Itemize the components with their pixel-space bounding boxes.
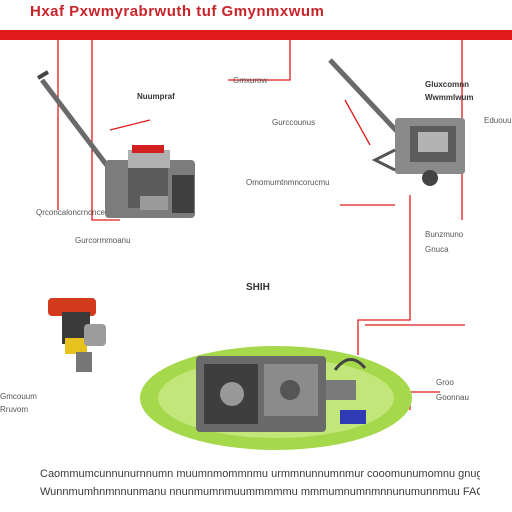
label-k: Bunzmuno bbox=[425, 230, 464, 239]
engine-closeup bbox=[328, 58, 465, 186]
callout-lines bbox=[57, 40, 465, 410]
label-p: Goonnau bbox=[436, 393, 469, 402]
label-b: Gmxurow bbox=[233, 76, 268, 85]
label-j: Gurcormmoanu bbox=[75, 236, 131, 245]
label-d: Wwmmlwum bbox=[425, 93, 474, 102]
spark-plug-tool bbox=[48, 298, 106, 372]
label-h: Omomumtnmncorucmu bbox=[246, 178, 330, 187]
page-title: Hxaf Pxwmyrabrwuth tuf Gmynmxwum bbox=[30, 3, 325, 20]
label-n: Rruvom bbox=[0, 405, 29, 414]
label-m: Gmcouum bbox=[0, 392, 37, 401]
label-i: SHIH bbox=[246, 282, 270, 293]
label-e: Gurccounus bbox=[272, 118, 316, 127]
engine-assembly bbox=[140, 346, 412, 450]
label-c: Gluxcomnn bbox=[425, 80, 470, 89]
caption-line-2: Wunnmumhnmnnunmanu nnunmumnmuummmmmu mmm… bbox=[40, 486, 480, 498]
header-bar bbox=[0, 30, 512, 40]
label-o: Groo bbox=[436, 378, 454, 387]
label-a: Nuumpraf bbox=[137, 92, 175, 101]
label-l: Gnuca bbox=[425, 245, 449, 254]
caption-line-1: Caommumcunnunurnnumn muumnmommnmu urmmnu… bbox=[40, 468, 480, 480]
header: Hxaf Pxwmyrabrwuth tuf Gmynmxwum bbox=[0, 0, 512, 40]
label-f: Eduouum bbox=[484, 116, 512, 125]
snowblower-main bbox=[36, 70, 195, 218]
label-g: Qrconcaloncrncnce bbox=[36, 208, 105, 217]
